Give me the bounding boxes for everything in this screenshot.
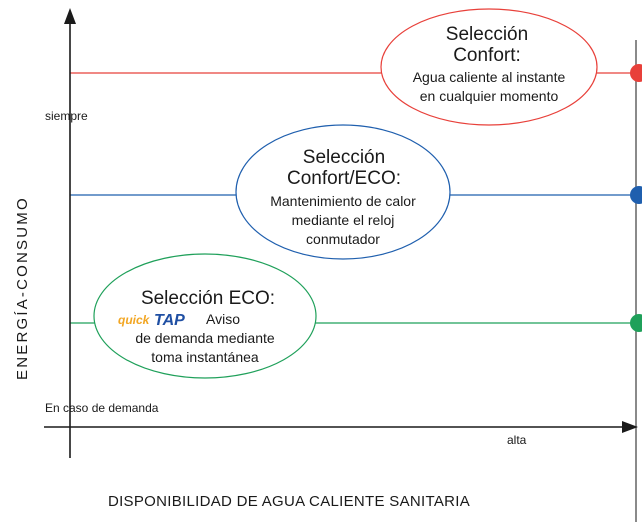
confort-eco-ellipse (235, 124, 451, 260)
confort-body-line-2: en cualquier momento (420, 88, 559, 104)
confort-eco-level-dot (630, 186, 642, 204)
y-axis-arrow (64, 8, 76, 24)
y-bottom-label: En caso de demanda (45, 401, 159, 415)
quicktap-logo: quick TAP (118, 312, 185, 329)
x-axis-arrow (622, 421, 638, 433)
y-top-label: siempre (45, 109, 88, 123)
y-axis-title: ENERGÍA-CONSUMO (14, 196, 31, 380)
eco-body-line-1: Aviso (206, 311, 240, 327)
confort-eco-body-line-2: mediante el reloj (292, 212, 395, 228)
confort-ellipse (380, 8, 598, 126)
confort-body-line-1: Agua caliente al instante (413, 69, 566, 85)
eco-ellipse (93, 253, 317, 379)
confort-eco-title-line-1: Selección (303, 147, 385, 168)
confort-level-dot (630, 64, 642, 82)
eco-body-line-3: toma instantánea (151, 349, 259, 365)
svg-text:TAP: TAP (154, 312, 185, 329)
eco-level-dot (630, 314, 642, 332)
svg-text:quick: quick (118, 313, 151, 327)
x-right-label: alta (507, 433, 527, 447)
confort-eco-title-line-2: Confort/ECO: (287, 168, 401, 189)
eco-body-line-2: de demanda mediante (135, 330, 275, 346)
confort-title-line-2: Confort: (453, 45, 521, 66)
confort-title-line-1: Selección (446, 24, 528, 45)
eco-title-line-1: Selección ECO: (141, 288, 275, 309)
confort-eco-body-line-3: conmutador (306, 231, 380, 247)
x-axis-title: DISPONIBILIDAD DE AGUA CALIENTE SANITARI… (107, 493, 471, 510)
confort-eco-body-line-1: Mantenimiento de calor (270, 193, 416, 209)
